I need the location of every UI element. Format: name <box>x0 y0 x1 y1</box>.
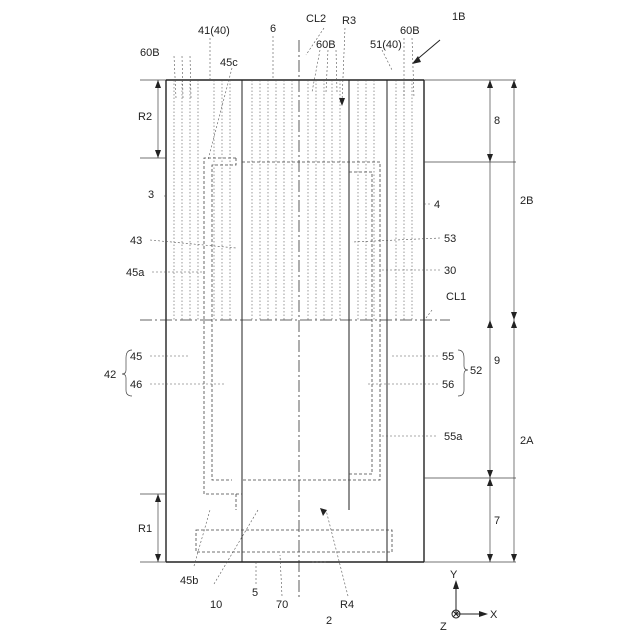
body-outline <box>166 80 424 562</box>
label-55a: 55a <box>444 431 463 443</box>
label-8: 8 <box>494 115 500 127</box>
ref-arrow-1b <box>412 40 440 64</box>
label-6: 6 <box>270 23 276 35</box>
label-r4: R4 <box>340 599 354 611</box>
brace-52 <box>458 350 468 396</box>
leader-lines <box>150 28 440 596</box>
dashed-strip-70 <box>196 530 392 552</box>
label-60b-left: 60B <box>140 47 160 59</box>
inner-walls <box>242 80 387 562</box>
axis-label-x: X <box>490 609 498 621</box>
label-2a: 2A <box>520 435 534 447</box>
label-56: 56 <box>442 379 454 391</box>
label-60b-right: 60B <box>400 25 420 37</box>
label-43: 43 <box>130 235 142 247</box>
label-5: 5 <box>252 587 258 599</box>
label-9: 9 <box>494 355 500 367</box>
label-r3: R3 <box>342 15 356 27</box>
right-tick-lines <box>424 80 516 562</box>
labels: 1B 41(40) 6 CL2 R3 60B 60B 51(40) 60B 45… <box>104 11 534 633</box>
label-r1: R1 <box>138 523 152 535</box>
label-7: 7 <box>494 515 500 527</box>
label-41-40: 41(40) <box>198 25 230 37</box>
label-2: 2 <box>326 615 332 627</box>
label-1b: 1B <box>452 11 465 23</box>
dimension-lines-right <box>487 80 517 562</box>
label-3: 3 <box>148 189 154 201</box>
dashed-region-30 <box>242 162 380 480</box>
dimension-lines-left <box>140 80 166 562</box>
label-4: 4 <box>434 199 440 211</box>
label-30: 30 <box>444 265 456 277</box>
label-46: 46 <box>130 379 142 391</box>
label-cl1: CL1 <box>446 291 466 303</box>
label-70: 70 <box>276 599 288 611</box>
label-45b: 45b <box>180 575 198 587</box>
axis-label-y: Y <box>450 569 458 581</box>
label-52: 52 <box>470 365 482 377</box>
axis-label-z: Z <box>440 621 447 633</box>
label-42: 42 <box>104 369 116 381</box>
label-r2: R2 <box>138 111 152 123</box>
label-53: 53 <box>444 233 456 245</box>
label-51-40: 51(40) <box>370 39 402 51</box>
dotted-lines-60b <box>174 80 412 320</box>
label-10: 10 <box>210 599 222 611</box>
left-dashed-region <box>204 158 242 510</box>
label-60b-mid: 60B <box>316 39 336 51</box>
label-45: 45 <box>130 351 142 363</box>
label-cl2: CL2 <box>306 13 326 25</box>
axis-indicator <box>452 580 488 618</box>
label-55: 55 <box>442 351 454 363</box>
label-45a: 45a <box>126 267 145 279</box>
label-45c: 45c <box>220 57 238 69</box>
label-2b: 2B <box>520 195 533 207</box>
